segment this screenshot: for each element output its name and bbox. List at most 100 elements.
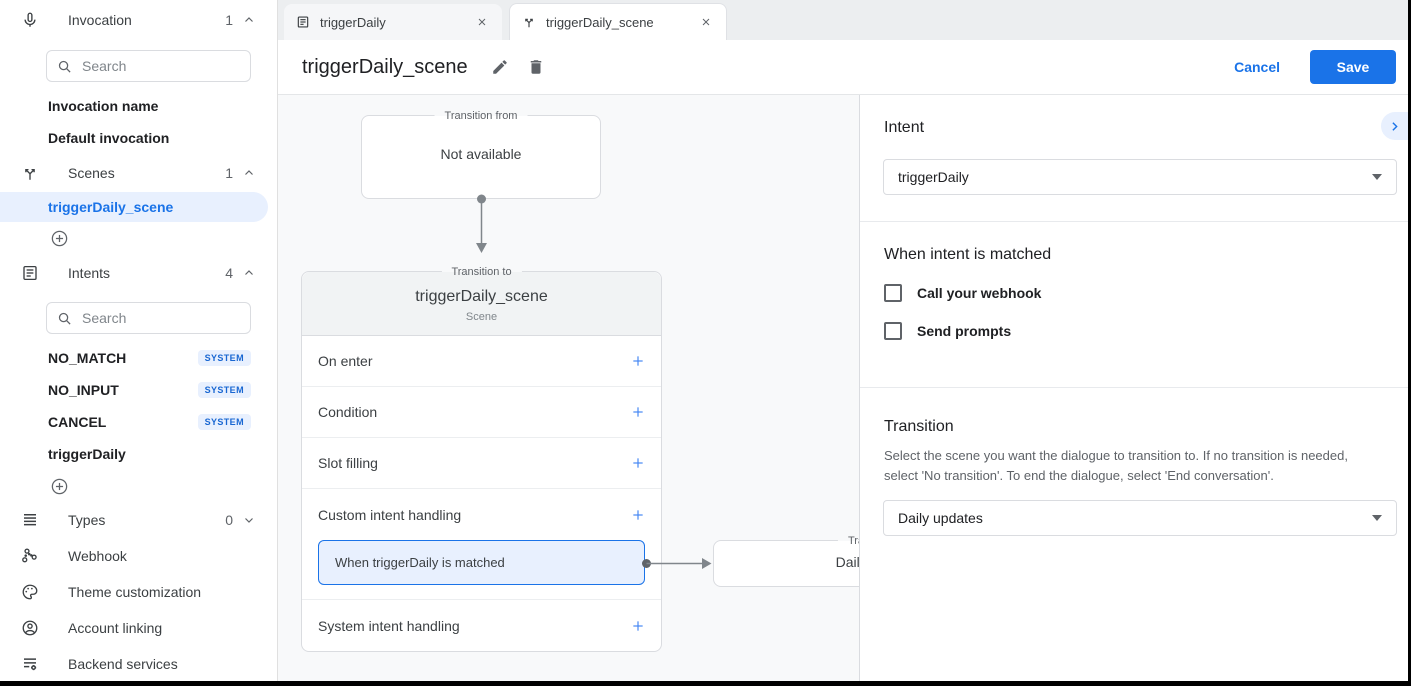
add-icon[interactable] (631, 405, 645, 419)
caret-down-icon (1372, 515, 1382, 521)
intent-detail-panel: Intent triggerDaily When intent is match… (860, 95, 1408, 681)
add-icon[interactable] (631, 619, 645, 633)
daily-updates-node[interactable]: Transition to Daily updates (713, 533, 860, 587)
invocation-search-input[interactable] (82, 58, 222, 74)
sidebar-section-types[interactable]: Types 0 (0, 502, 277, 538)
delete-icon[interactable] (526, 57, 546, 77)
close-icon[interactable] (698, 14, 714, 30)
intent-select-value: triggerDaily (898, 169, 969, 185)
scene-icon (522, 15, 536, 29)
node-legend: Transition to (837, 533, 859, 549)
page-title: triggerDaily_scene (302, 55, 468, 78)
invocation-search[interactable] (46, 50, 251, 82)
nav-label: Backend services (68, 656, 178, 672)
intent-icon (296, 15, 310, 29)
row-label: On enter (318, 353, 373, 369)
transition-select[interactable]: Daily updates (883, 500, 1397, 536)
webhook-icon (20, 546, 40, 566)
nav-label: Webhook (68, 548, 127, 564)
search-icon (57, 311, 72, 326)
section-count: 4 (225, 265, 233, 281)
row-condition[interactable]: Condition (302, 387, 661, 438)
chevron-up-icon[interactable] (243, 166, 257, 180)
page-header: triggerDaily_scene Cancel Save (278, 40, 1408, 95)
divider (860, 387, 1408, 388)
add-icon[interactable] (631, 508, 645, 522)
intent-handler-selected[interactable]: When triggerDaily is matched (318, 540, 645, 585)
nav-label: Theme customization (68, 584, 202, 600)
chevron-up-icon[interactable] (243, 13, 257, 27)
transition-heading: Transition (884, 418, 954, 435)
edit-icon[interactable] (490, 57, 510, 77)
sidebar-section-scenes[interactable]: Scenes 1 (0, 154, 277, 192)
call-webhook-checkbox[interactable] (884, 284, 902, 302)
intent-label: NO_MATCH (48, 350, 127, 366)
transition-select-value: Daily updates (898, 510, 983, 526)
sidebar-item-webhook[interactable]: Webhook (0, 538, 277, 574)
tab-triggerdaily[interactable]: triggerDaily (284, 4, 502, 40)
row-label: System intent handling (318, 617, 460, 634)
cancel-button[interactable]: Cancel (1234, 59, 1280, 75)
chevron-down-icon[interactable] (243, 513, 257, 527)
intents-search-input[interactable] (82, 310, 222, 326)
sidebar-item-theme-customization[interactable]: Theme customization (0, 574, 277, 610)
save-button[interactable]: Save (1310, 50, 1396, 84)
row-label: Condition (318, 404, 378, 420)
sidebar-item-cancel[interactable]: CANCEL SYSTEM (0, 406, 277, 438)
tab-label: triggerDaily_scene (546, 14, 654, 30)
sidebar: Invocation 1 Invocation name Default inv… (0, 0, 277, 681)
scene-canvas[interactable]: Transition from Not available Transition… (278, 95, 860, 681)
node-legend: Transition to (441, 264, 522, 280)
add-intent-button[interactable] (0, 470, 277, 502)
target-node-value: Daily updates (835, 554, 860, 570)
sidebar-item-no-input[interactable]: NO_INPUT SYSTEM (0, 374, 277, 406)
webhook-checkbox-row: Call your webhook (884, 284, 1384, 302)
sidebar-item-triggerdaily-scene[interactable]: triggerDaily_scene (0, 192, 268, 222)
sidebar-item-backend-services[interactable]: Backend services (0, 646, 277, 681)
section-label: Invocation (68, 12, 132, 28)
tab-triggerdaily-scene[interactable]: triggerDaily_scene (509, 3, 727, 40)
main-area: triggerDaily triggerDaily_scene triggerD… (277, 0, 1408, 681)
chevron-up-icon[interactable] (243, 266, 257, 280)
scene-node-title: triggerDaily_scene (415, 288, 548, 305)
prompts-checkbox-row: Send prompts (884, 322, 1384, 340)
caret-down-icon (1372, 174, 1382, 180)
row-custom-intent-handling: Custom intent handling When triggerDaily… (302, 489, 661, 600)
add-circle-icon (50, 229, 69, 248)
sidebar-item-triggerdaily[interactable]: triggerDaily (48, 446, 126, 462)
intent-label: CANCEL (48, 414, 107, 430)
when-matched-heading: When intent is matched (884, 246, 1052, 263)
close-icon[interactable] (474, 14, 490, 30)
add-circle-icon (50, 477, 69, 496)
row-on-enter[interactable]: On enter (302, 336, 661, 387)
sidebar-item-account-linking[interactable]: Account linking (0, 610, 277, 646)
add-scene-button[interactable] (0, 222, 277, 254)
row-system-intent-handling[interactable]: System intent handling (302, 600, 661, 651)
intent-select[interactable]: triggerDaily (883, 159, 1397, 195)
collapse-panel-button[interactable] (1381, 112, 1408, 140)
send-prompts-checkbox[interactable] (884, 322, 902, 340)
section-count: 1 (225, 12, 233, 28)
add-icon[interactable] (631, 456, 645, 470)
add-icon[interactable] (631, 354, 645, 368)
checkbox-label: Send prompts (917, 323, 1012, 339)
node-legend: Transition from (434, 108, 528, 124)
types-icon (20, 510, 40, 530)
system-badge: SYSTEM (197, 414, 251, 430)
scene-node-header: triggerDaily_scene Scene (302, 272, 661, 336)
row-custom-intent-header[interactable]: Custom intent handling (302, 489, 661, 540)
sidebar-item-no-match[interactable]: NO_MATCH SYSTEM (0, 342, 277, 374)
row-slot-filling[interactable]: Slot filling (302, 438, 661, 489)
scene-node-subtitle: Scene (465, 311, 498, 323)
intents-search[interactable] (46, 302, 251, 334)
sidebar-section-invocation[interactable]: Invocation 1 (0, 0, 277, 40)
sidebar-section-intents[interactable]: Intents 4 (0, 254, 277, 292)
microphone-icon (20, 10, 40, 30)
sidebar-item-default-invocation[interactable]: Default invocation (48, 130, 170, 146)
sidebar-item-invocation-name[interactable]: Invocation name (48, 98, 159, 114)
row-label: Custom intent handling (318, 506, 462, 523)
tab-label: triggerDaily (320, 14, 386, 30)
account-circle-icon (20, 618, 40, 638)
tab-bar: triggerDaily triggerDaily_scene (278, 0, 1408, 40)
system-badge: SYSTEM (197, 382, 251, 398)
